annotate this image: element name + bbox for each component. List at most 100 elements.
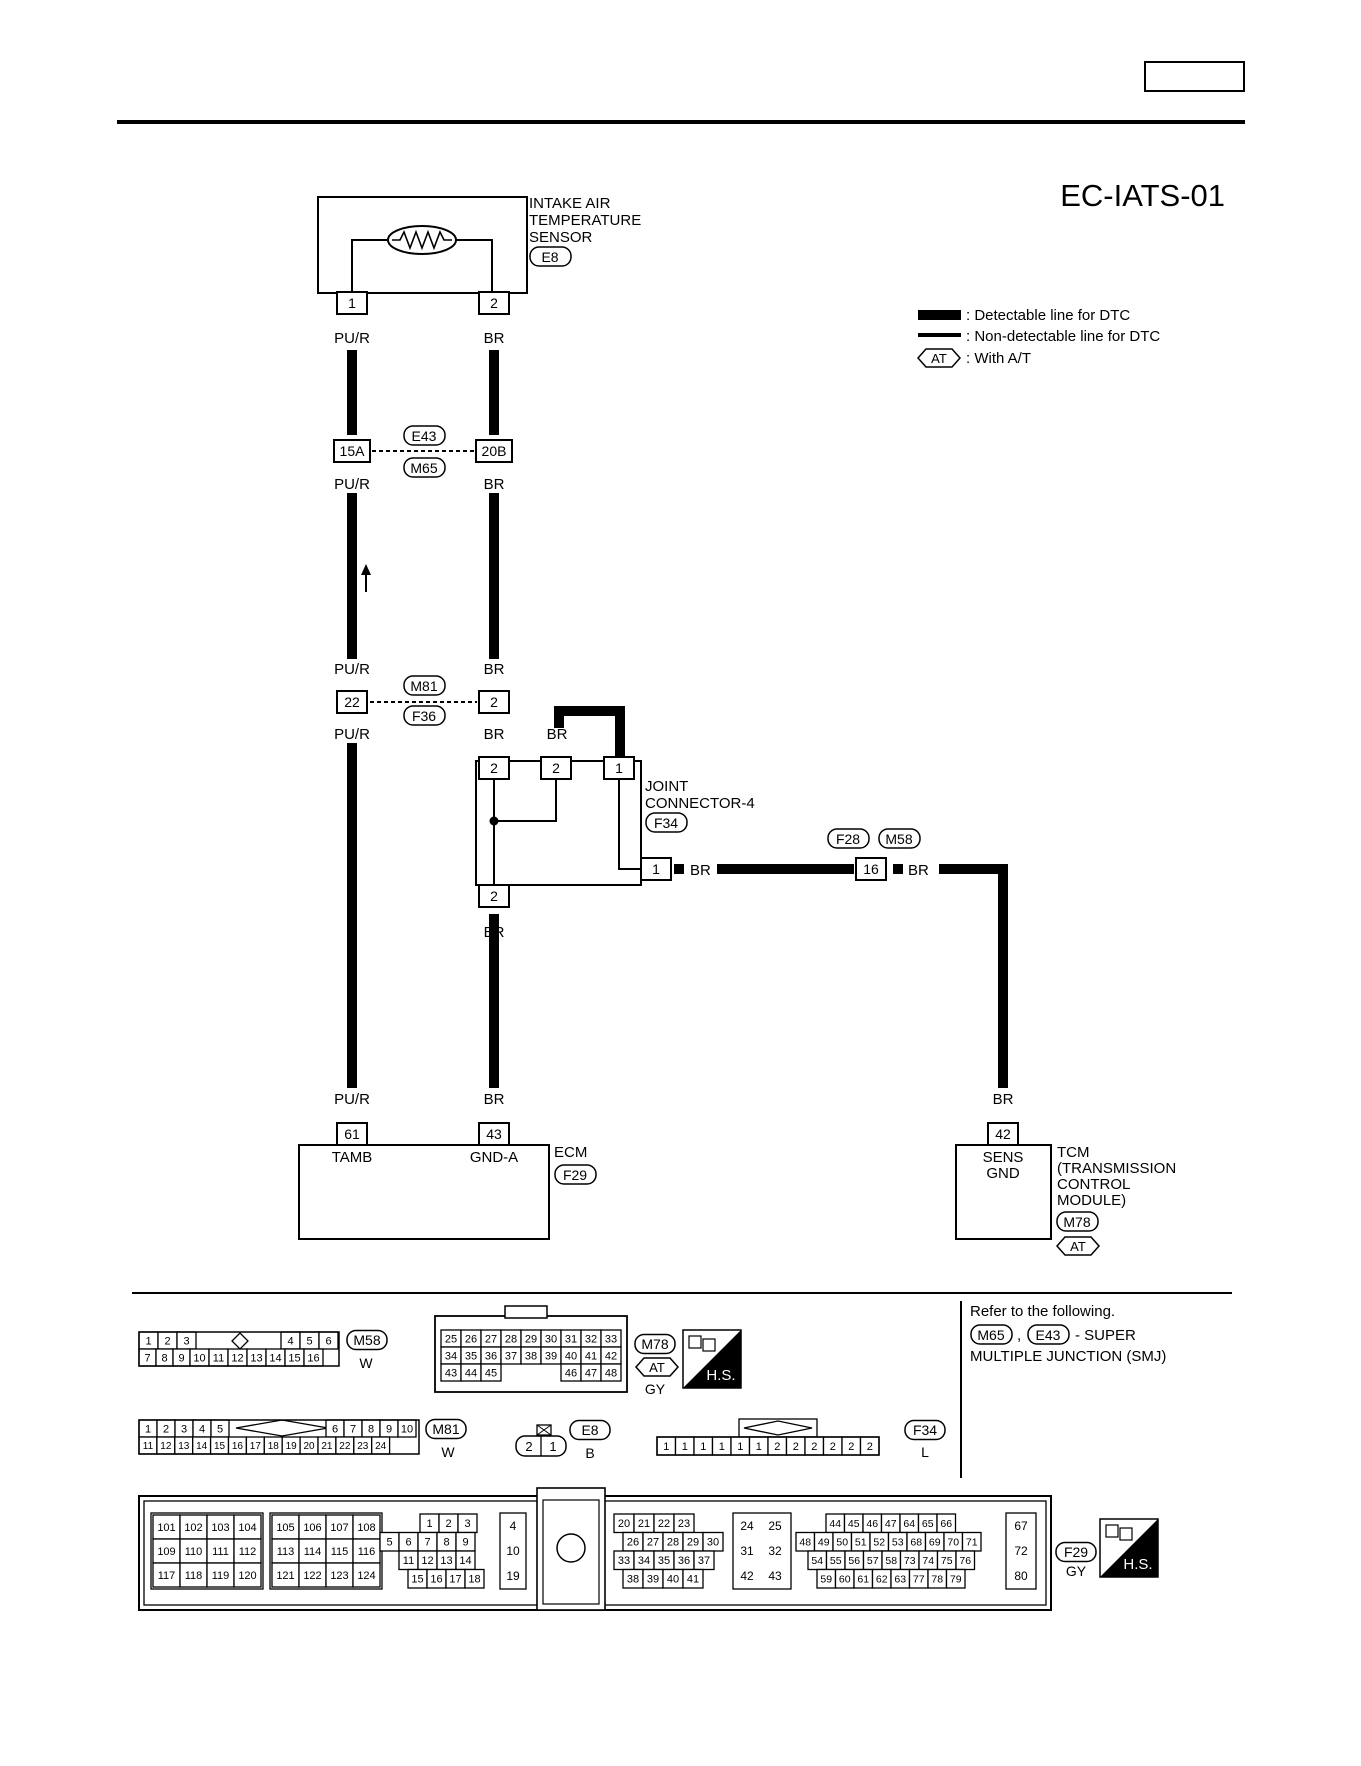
wire-pur-seg2	[347, 493, 357, 659]
m58-pin-5: 5	[306, 1335, 312, 1347]
f29-pin-22: 22	[658, 1518, 670, 1530]
f34-key-icon	[743, 1420, 813, 1436]
f29-hs-icon-triangle	[1100, 1519, 1158, 1577]
f29-pin-44: 44	[829, 1518, 841, 1530]
note-line2-rest: - SUPER	[1075, 1327, 1136, 1344]
f29-pin-53: 53	[892, 1537, 904, 1549]
note-line3: MULTIPLE JUNCTION (SMJ)	[970, 1348, 1166, 1365]
sensor-internal-wire-right	[455, 239, 493, 296]
m78-hs-icon-connector-icon-2	[702, 1338, 716, 1352]
tcm-pin-42-box	[987, 1122, 1019, 1146]
f29-pin-48: 48	[799, 1537, 811, 1549]
tcm-pin-label-1: SENS	[983, 1149, 1024, 1166]
f29-pin-15: 15	[411, 1574, 423, 1586]
f29-pin-123: 123	[330, 1570, 348, 1582]
f29-pin-17: 17	[449, 1574, 461, 1586]
f29-pin-38: 38	[627, 1574, 639, 1586]
harness-f28-left: F28	[836, 831, 860, 847]
f29-pin-54: 54	[811, 1555, 823, 1567]
f29-pin-116: 116	[358, 1546, 376, 1558]
junction-m81-badge	[403, 675, 446, 696]
f29-pin-107: 107	[330, 1522, 348, 1534]
f29-pin-113-box	[271, 1538, 300, 1564]
m81-pin-4: 4	[199, 1423, 205, 1435]
f29-pin-32: 32	[768, 1544, 782, 1558]
f29-pin-42: 42	[740, 1569, 754, 1583]
f29-pin-39: 39	[647, 1574, 659, 1586]
f29-pin-18: 18	[468, 1574, 480, 1586]
note-c2: E43	[1036, 1327, 1061, 1343]
junction-e43-top: E43	[412, 428, 437, 444]
f29-pin-40: 40	[667, 1574, 679, 1586]
m78-hs-icon-label: H.S.	[706, 1367, 735, 1384]
e8-lock-cross-2	[536, 1424, 552, 1436]
f29-pin-120: 120	[238, 1570, 256, 1582]
wire-color-br-10: BR	[993, 1091, 1014, 1108]
f29-pin-72: 72	[1014, 1544, 1028, 1558]
ecm-pin-61-box	[336, 1122, 368, 1146]
m78-pin-36: 36	[485, 1350, 497, 1362]
f29-pin-112: 112	[239, 1546, 257, 1558]
joint-pin-2b: 2	[552, 760, 560, 776]
f29-pin-27: 27	[647, 1537, 659, 1549]
f29-pin-16: 16	[430, 1574, 442, 1586]
diagram-code: EC-IATS-01	[1060, 178, 1225, 213]
f29-pin-43: 43	[768, 1569, 782, 1583]
f34-pin-1: 1	[700, 1441, 706, 1453]
ecm-tamb: TAMB	[332, 1149, 373, 1166]
f34-connector-badge	[904, 1419, 946, 1441]
m81-pin-17: 17	[250, 1441, 262, 1452]
f34-pin-1: 1	[663, 1441, 669, 1453]
junction-e43-left-pin: 15A	[340, 443, 366, 459]
m78-pin-34: 34	[445, 1350, 457, 1362]
joint-title-1: JOINT	[645, 778, 688, 795]
m81-connector: M81	[432, 1421, 459, 1437]
joint-title-2: CONNECTOR-4	[645, 795, 755, 812]
f29-pin-70: 70	[947, 1537, 959, 1549]
f29-pin-23: 23	[678, 1518, 690, 1530]
sensor-connector-badge	[529, 246, 572, 267]
legend-at-badge	[916, 348, 962, 368]
wire-br-horizontal-2	[939, 864, 1008, 874]
m58-pin-8: 8	[161, 1352, 167, 1364]
f29-pin-117: 117	[158, 1570, 176, 1582]
f29-pin-59: 59	[820, 1574, 832, 1586]
f29-pin-120-box	[233, 1562, 262, 1588]
f29-pin-106-box	[298, 1514, 327, 1540]
f29-pin-104-box	[233, 1514, 262, 1540]
m58-pin-2: 2	[164, 1335, 170, 1347]
f29-hs-icon-connector-icon	[1105, 1524, 1119, 1538]
wire-color-br-5: BR	[547, 726, 568, 743]
note-sep: ,	[1017, 1327, 1021, 1344]
f29-pin-35: 35	[658, 1555, 670, 1567]
f29-pin-108-box	[352, 1514, 381, 1540]
m58-pin-1: 1	[145, 1335, 151, 1347]
f29-pin-80: 80	[1014, 1569, 1028, 1583]
f29-pin-28: 28	[667, 1537, 679, 1549]
m78-pin-42: 42	[605, 1350, 617, 1362]
junction-m81-right-pin: 2	[490, 694, 498, 710]
m58-pin-11: 11	[213, 1352, 224, 1364]
harness-m58-badge	[878, 828, 921, 849]
m78-pin-45-box	[480, 1363, 502, 1382]
junction-m81-right-pin-box	[478, 690, 510, 714]
f29-color: GY	[1066, 1563, 1087, 1579]
f29-pin-79: 79	[950, 1574, 962, 1586]
f29-pin-109-box	[152, 1538, 181, 1564]
m78-pin-32: 32	[585, 1333, 597, 1345]
sensor-title-3: SENSOR	[529, 229, 593, 246]
f29-pin-112-box	[233, 1538, 262, 1564]
f29-pin-3: 3	[464, 1518, 470, 1530]
junction-m81-left-pin-box	[336, 690, 368, 714]
f29-pin-49: 49	[818, 1537, 830, 1549]
legend-at-text: AT	[931, 351, 947, 366]
m78-pin-28: 28	[505, 1333, 517, 1345]
sensor-title-1: INTAKE AIR	[529, 195, 611, 212]
sensor-internal-wire-left	[351, 239, 389, 296]
harness-f28-badge	[827, 828, 870, 849]
m58-pin-12: 12	[231, 1352, 243, 1364]
joint-pin-2c: 2	[490, 888, 498, 904]
f29-pin-10: 10	[506, 1544, 520, 1558]
m81-pin-21: 21	[321, 1441, 333, 1452]
